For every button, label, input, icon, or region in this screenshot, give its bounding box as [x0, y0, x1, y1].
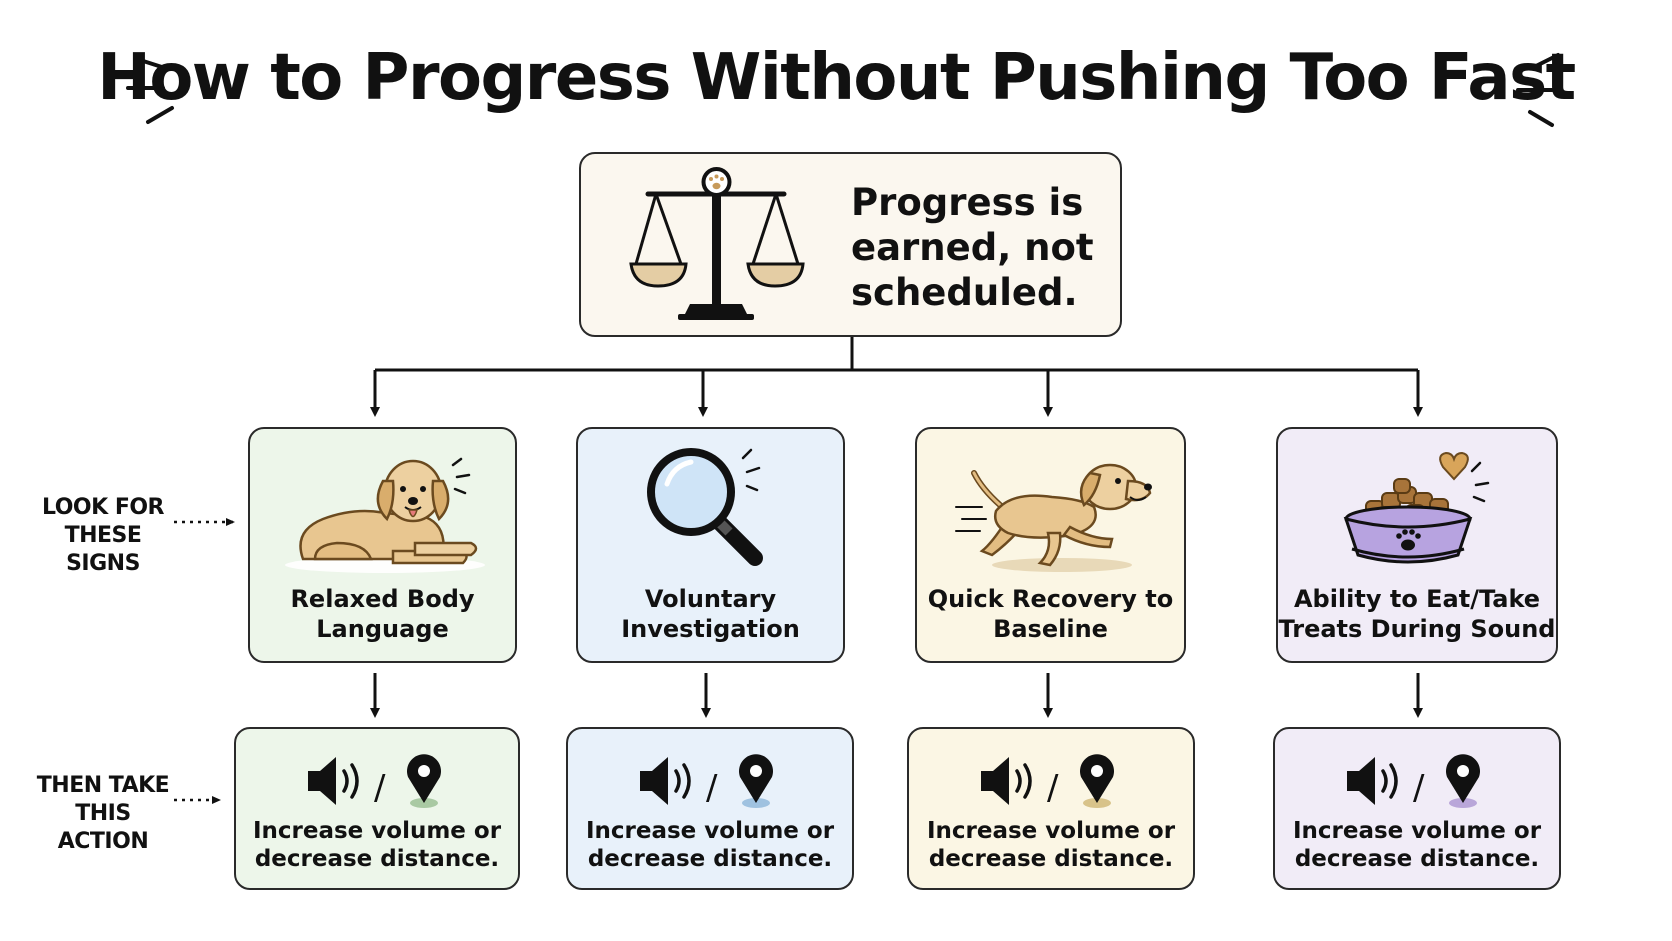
relaxed-dog-icon: [285, 457, 485, 573]
page-title: How to Progress Without Pushing Too Fast: [97, 41, 1576, 115]
action-box-4: / Increase volume or decrease distance.: [1273, 727, 1561, 890]
principle-box: Progress is earned, not scheduled.: [579, 152, 1122, 337]
separator-slash: /: [1047, 768, 1059, 808]
sign-box-relaxed: Relaxed Body Language: [248, 427, 517, 663]
volume-location-icons: /: [981, 754, 1114, 808]
magnifying-glass-icon: [647, 448, 763, 566]
action-side-label: THEN TAKE THIS ACTION: [36, 773, 170, 854]
balance-scale-icon: [629, 167, 805, 320]
location-pin-icon: [1446, 754, 1480, 808]
location-pin-icon: [407, 754, 441, 808]
action-text: Increase volume or decrease distance.: [926, 818, 1176, 872]
title-burst-right: [1516, 53, 1560, 127]
action-text: Increase volume or decrease distance.: [1292, 818, 1542, 872]
volume-location-icons: /: [640, 754, 773, 808]
title-burst-left: [126, 58, 174, 124]
food-bowl-icon: [1343, 451, 1490, 564]
sign-label: Ability to Eat/Take Treats During Sound: [1278, 585, 1556, 643]
sign-box-investigation: Voluntary Investigation: [576, 427, 845, 663]
signs-side-label: LOOK FOR THESE SIGNS: [41, 495, 165, 576]
sign-to-action-arrows: [370, 673, 1423, 718]
running-dog-icon: [955, 463, 1152, 572]
action-text: Increase volume or decrease distance.: [252, 818, 502, 872]
speaker-icon: [981, 757, 1032, 805]
location-pin-icon: [739, 754, 773, 808]
sign-box-recovery: Quick Recovery to Baseline: [915, 427, 1186, 663]
action-box-1: / Increase volume or decrease distance.: [234, 727, 520, 890]
separator-slash: /: [374, 768, 386, 808]
action-box-2: / Increase volume or decrease distance.: [566, 727, 854, 890]
separator-slash: /: [1413, 768, 1425, 808]
action-text: Increase volume or decrease distance.: [585, 818, 835, 872]
sign-label: Relaxed Body Language: [290, 585, 475, 643]
sign-label: Voluntary Investigation: [621, 585, 800, 643]
action-box-3: / Increase volume or decrease distance.: [907, 727, 1195, 890]
sign-box-treats: Ability to Eat/Take Treats During Sound: [1276, 427, 1558, 663]
sign-label: Quick Recovery to Baseline: [927, 585, 1174, 643]
speaker-icon: [308, 757, 359, 805]
location-pin-icon: [1080, 754, 1114, 808]
speaker-icon: [640, 757, 691, 805]
speaker-icon: [1347, 757, 1398, 805]
volume-location-icons: /: [308, 754, 441, 808]
separator-slash: /: [706, 768, 718, 808]
tree-connector: [370, 337, 1423, 417]
principle-text: Progress is earned, not scheduled.: [851, 181, 1094, 314]
volume-location-icons: /: [1347, 754, 1480, 808]
